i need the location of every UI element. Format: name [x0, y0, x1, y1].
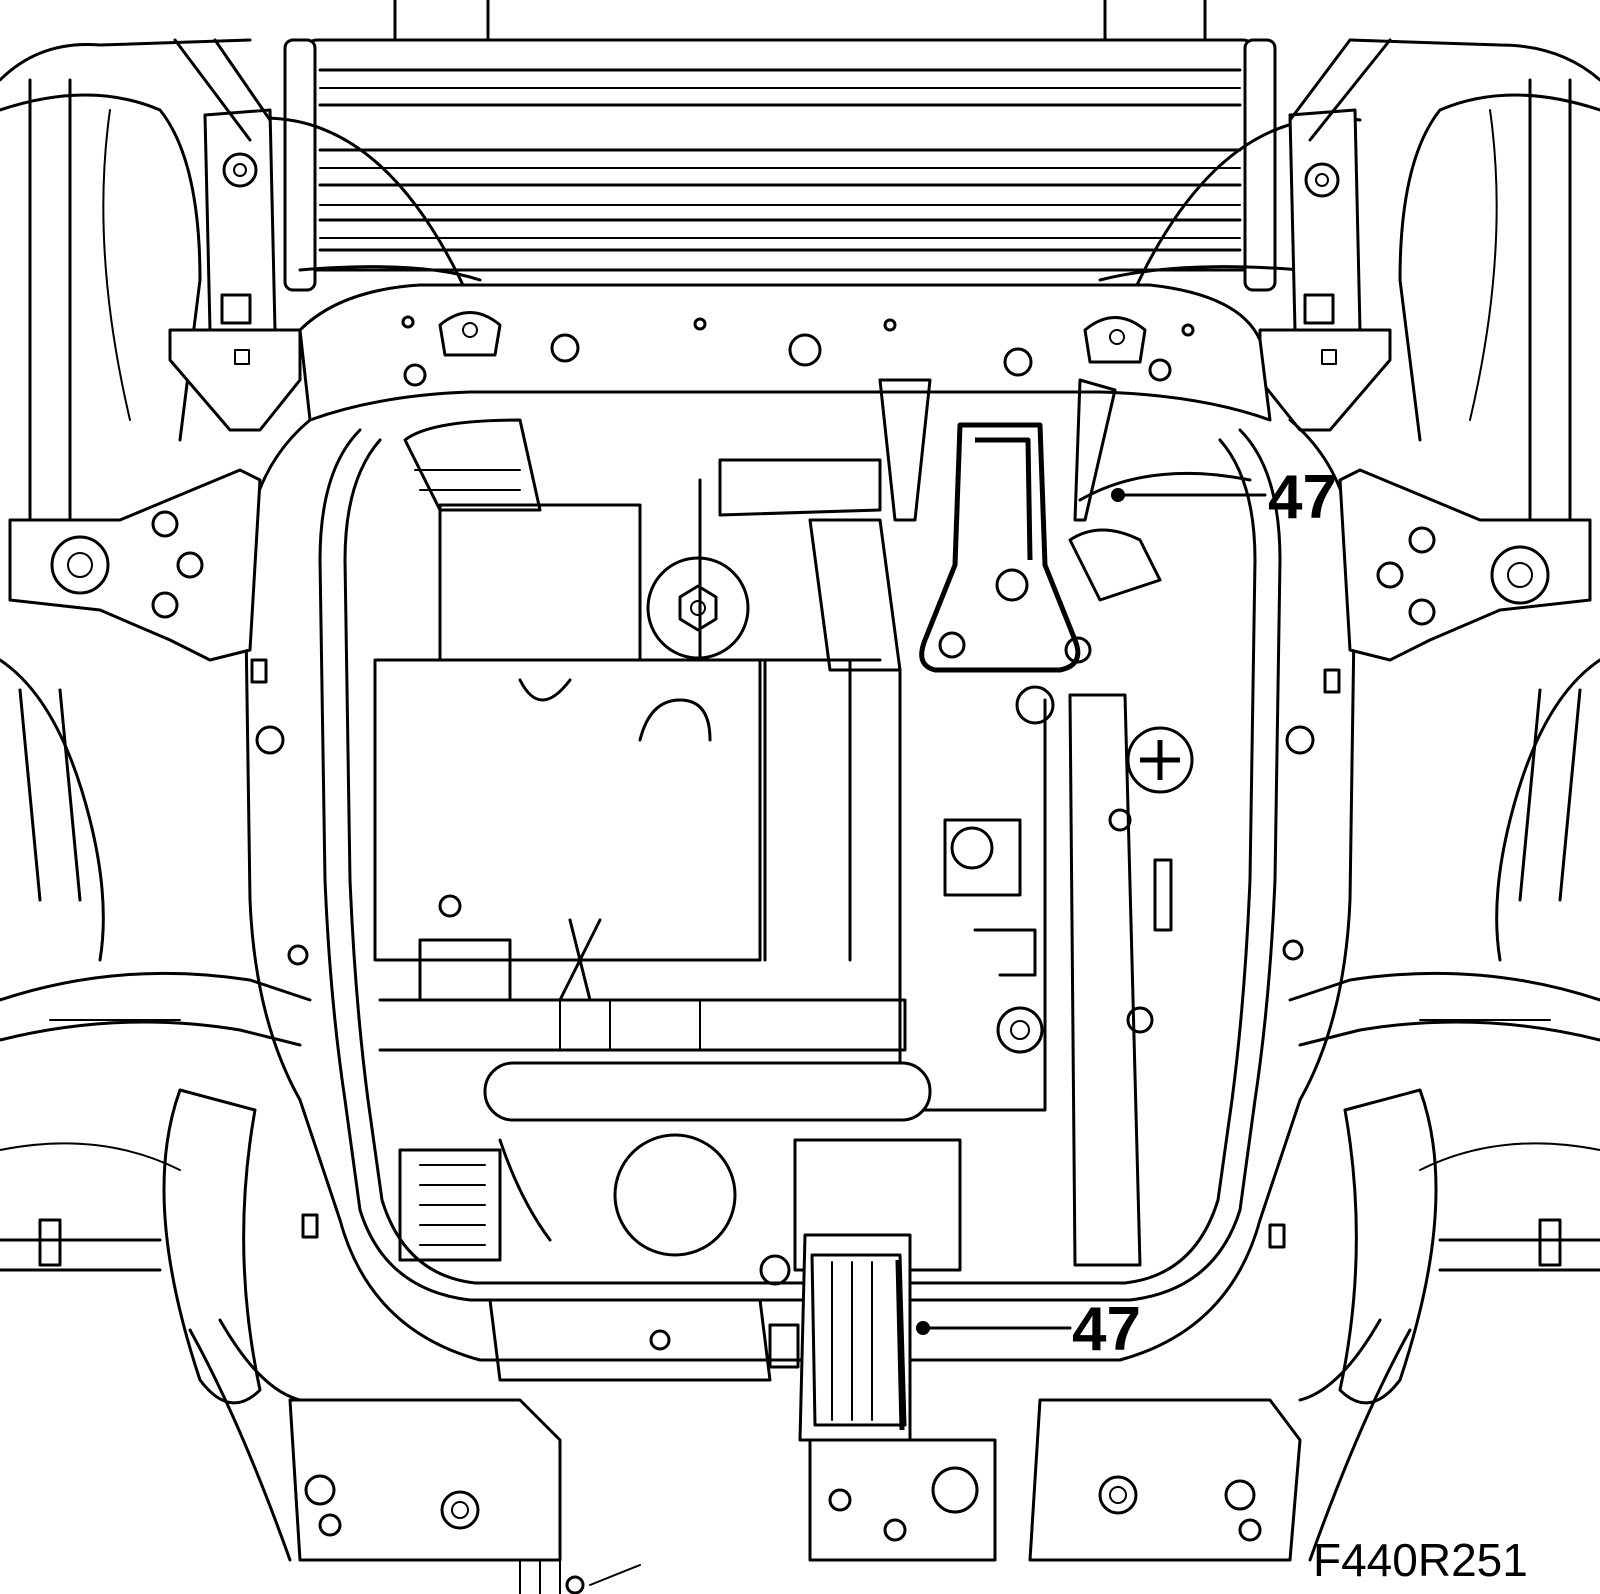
callout-label-lower: 47 [1072, 1295, 1141, 1364]
front-crossmember [298, 283, 1272, 422]
engine-components [373, 418, 1194, 1382]
callout-leaders [916, 488, 1267, 1335]
callout-label-upper: 47 [1268, 463, 1337, 532]
callout-dot-upper [1111, 488, 1125, 502]
radiator [238, 38, 1362, 302]
body-outline [0, 0, 1600, 1272]
highlighted-engine-mount-bracket [878, 378, 1252, 673]
left-radiator-bracket [168, 38, 302, 432]
callout-dot-lower [916, 1321, 930, 1335]
highlighted-rear-mount [768, 1138, 997, 1562]
figure-code: F440R251 [1313, 1534, 1528, 1586]
control-arms [0, 971, 1600, 1405]
right-radiator-bracket [1258, 38, 1392, 432]
subframe [8, 418, 1592, 1562]
lower-cables [519, 1559, 641, 1594]
